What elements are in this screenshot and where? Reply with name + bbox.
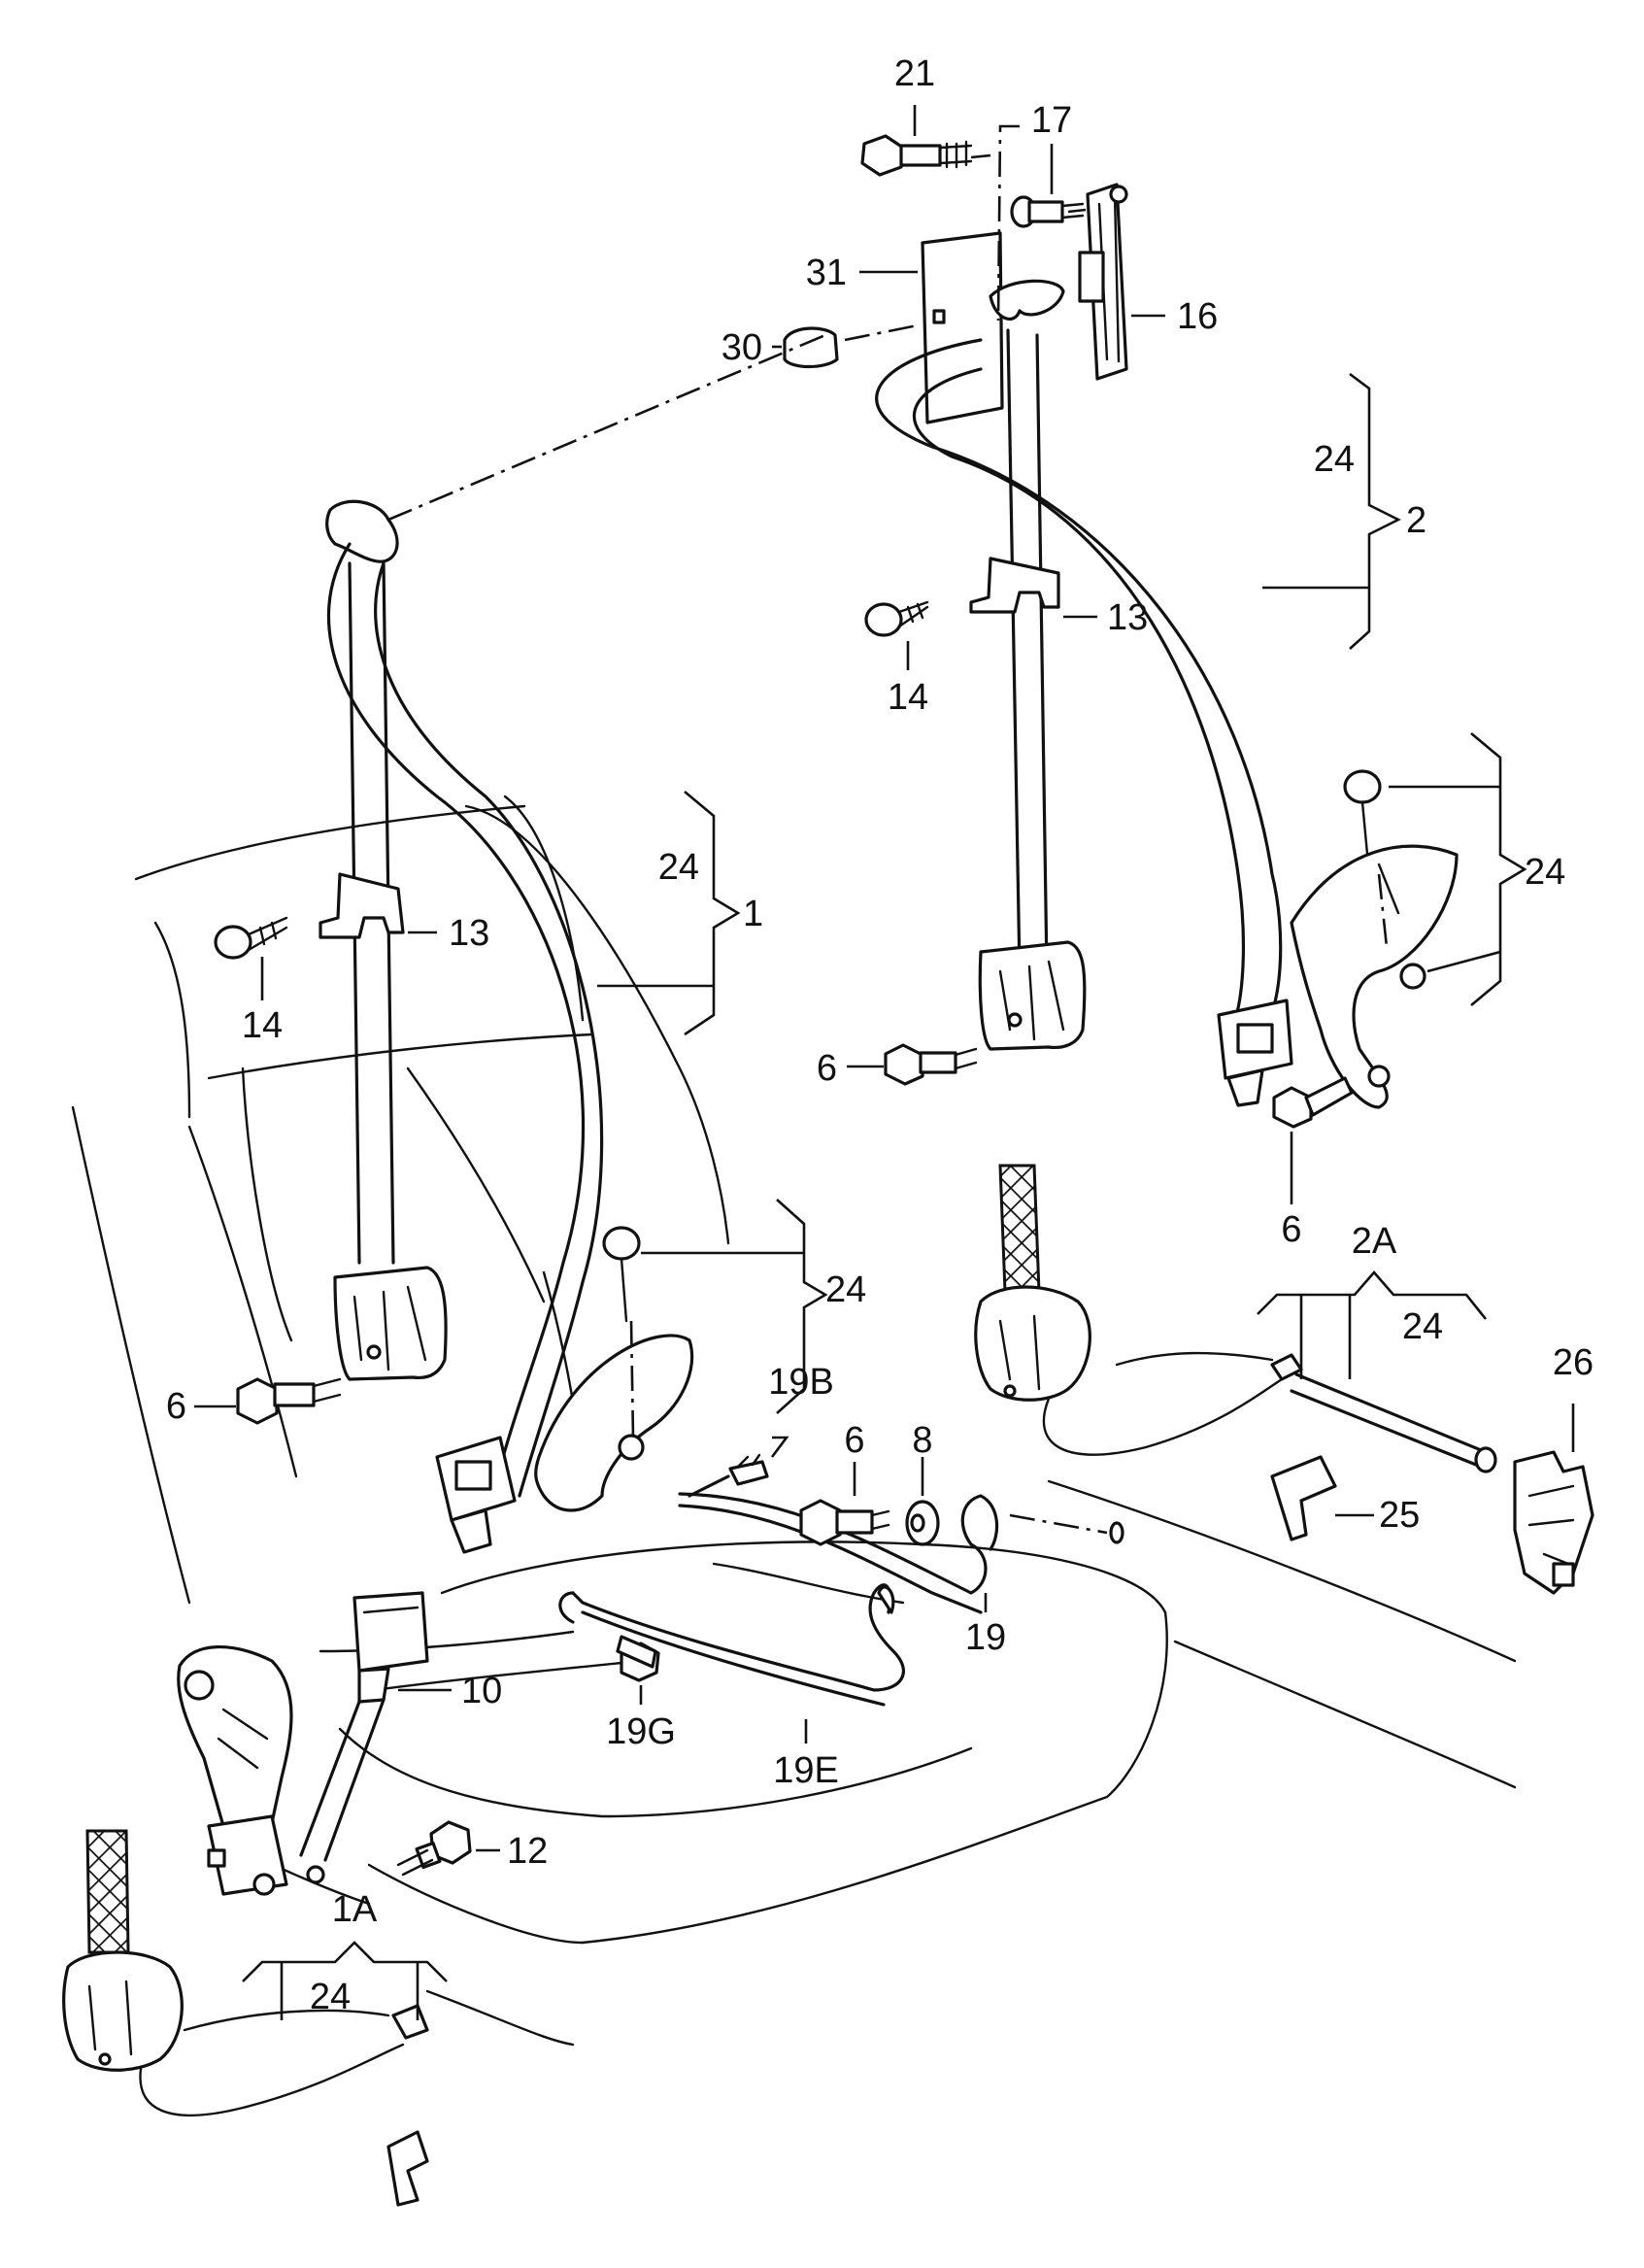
bolt-6-front-retractor: [236, 1377, 342, 1425]
anchor-bracket-front: [534, 1226, 694, 1512]
retractor-front: [333, 1266, 448, 1381]
buckle-bracket-19E: [558, 1583, 905, 1707]
callout-24-1A: 24: [310, 1977, 351, 2017]
callout-6-center: 6: [844, 1420, 864, 1461]
callout-24-rear-anchor: 24: [1525, 852, 1565, 893]
strap-clip-13-rear: [969, 557, 1060, 614]
callout-10: 10: [461, 1671, 502, 1711]
bolt-12: [396, 1820, 472, 1877]
front-belt-assembly: [214, 499, 694, 1554]
brace-group-24-left-anchor: [776, 1199, 828, 1414]
screw-14-rear: [864, 600, 929, 637]
callout-31: 31: [806, 253, 847, 293]
callout-1A: 1A: [332, 1889, 378, 1930]
callout-6-rear-anchor: 6: [1281, 1209, 1301, 1250]
seat-outline: [71, 795, 1517, 2047]
bolt-19G: [616, 1635, 660, 1682]
callout-25: 25: [1379, 1495, 1420, 1536]
callout-19: 19: [965, 1617, 1006, 1658]
bolt-6-rear-anchor: [1272, 1076, 1354, 1129]
callout-labels: 21 17 31 30 16 24 2 13 14 24 6 6 24 1 13…: [166, 53, 1594, 2017]
washer-8: [905, 1500, 940, 1546]
buckle-tongue-rear: [1217, 999, 1293, 1107]
bracket-1A: [242, 1941, 448, 2020]
buckle-assembly-10: [177, 1591, 429, 1896]
cover-plate-31: [921, 231, 1004, 424]
callout-2A: 2A: [1352, 1221, 1397, 1262]
assembly-2A: [974, 1164, 1497, 1541]
upper-belt-guide-front: [325, 499, 399, 563]
rear-belt-assembly: [783, 134, 1459, 1129]
callout-12: 12: [507, 1831, 548, 1872]
callout-13-rear: 13: [1107, 597, 1148, 638]
screw-14-front: [214, 916, 288, 960]
callout-14-rear: 14: [888, 677, 928, 718]
callout-19E: 19E: [773, 1750, 839, 1791]
anchor-bracket-rear: [1290, 769, 1459, 1109]
callout-2: 2: [1406, 500, 1426, 541]
brace-group-24-right-anchor: [1470, 732, 1527, 1006]
clip-19B: [728, 1453, 769, 1486]
callout-24-front-group: 24: [658, 847, 699, 888]
rear-belt-diagonal-strap: [875, 338, 1283, 1032]
callout-6-rear-retractor: 6: [817, 1048, 837, 1089]
callout-13-front: 13: [449, 913, 489, 954]
brace-group-2: [1349, 372, 1401, 650]
buckle-tongue-front: [435, 1436, 517, 1554]
callout-24-2A: 24: [1402, 1306, 1443, 1347]
callout-8: 8: [912, 1420, 932, 1461]
clip-26: [1513, 1450, 1594, 1595]
height-adjuster-16: [1078, 183, 1128, 381]
callout-16: 16: [1177, 296, 1218, 337]
callout-17: 17: [1031, 100, 1072, 141]
callout-14-front: 14: [242, 1005, 283, 1046]
connection-lines: [387, 124, 1389, 1439]
bracket-2A: [1257, 1270, 1488, 1379]
brace-group-1: [684, 791, 741, 1036]
retractor-rear: [978, 940, 1087, 1051]
bolt-6-rear-retractor: [884, 1043, 978, 1086]
callout-19G: 19G: [606, 1711, 676, 1752]
front-belt-diagonal-strap: [327, 542, 586, 1488]
strap-clip-13-front: [319, 872, 405, 939]
assembly-1A: [62, 1829, 429, 2207]
callout-24-rear-group: 24: [1314, 439, 1355, 480]
callout-1: 1: [743, 894, 763, 934]
callout-21: 21: [894, 53, 935, 94]
bolt-21: [860, 134, 973, 177]
cap-30: [783, 326, 839, 369]
callout-6-front-retractor: 6: [166, 1386, 186, 1427]
callout-26: 26: [1553, 1342, 1594, 1383]
callout-24-front-anchor: 24: [825, 1269, 866, 1310]
callout-30: 30: [721, 327, 762, 368]
callout-19B: 19B: [768, 1362, 834, 1403]
rear-belt-vertical-strap: [1006, 328, 1049, 973]
leader-lines: [194, 105, 1575, 1852]
bolt-6-center: [799, 1499, 890, 1546]
upper-belt-guide: [989, 279, 1065, 322]
bolt-17: [1010, 195, 1085, 228]
